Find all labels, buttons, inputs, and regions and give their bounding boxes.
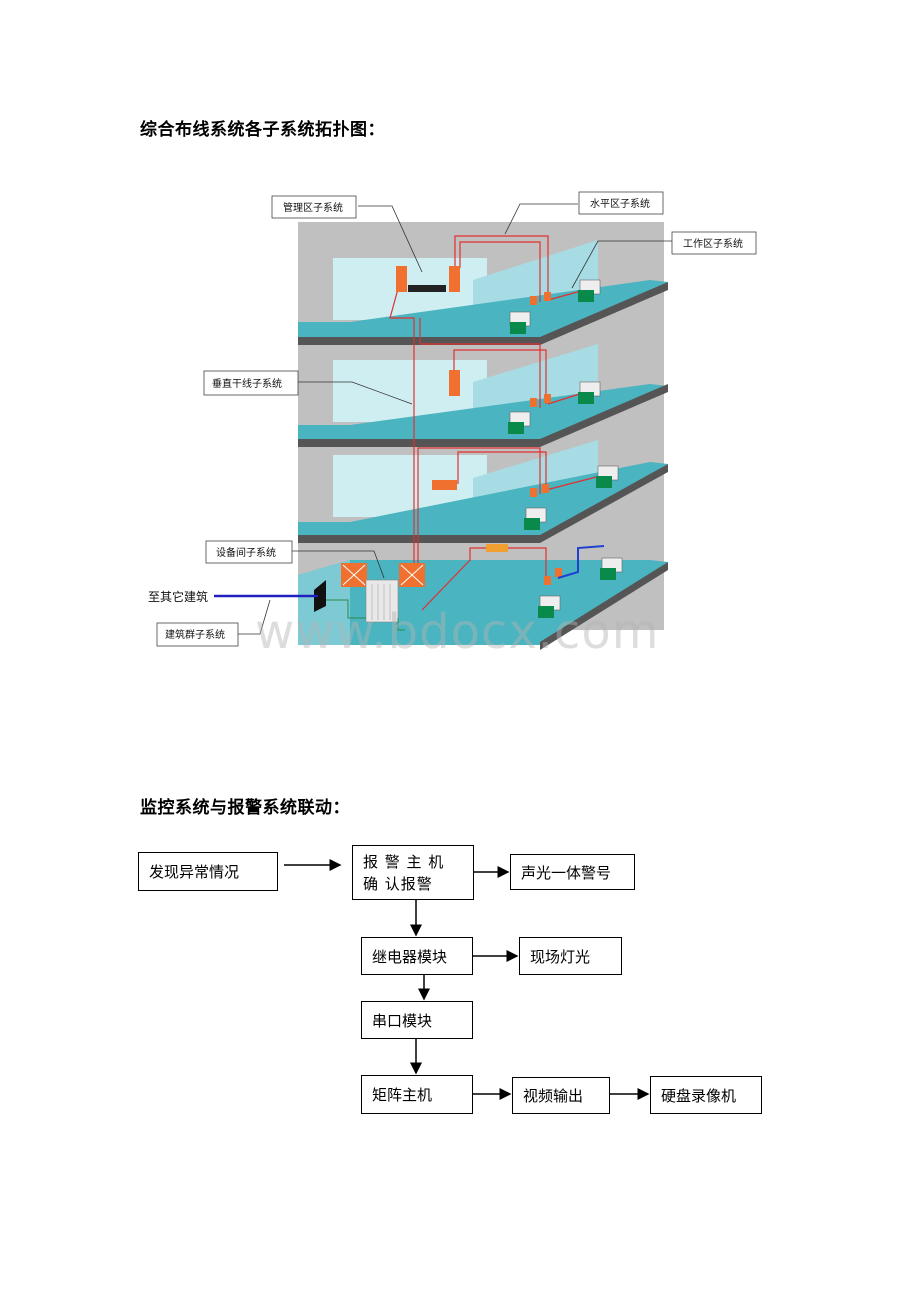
label-equipment: 设备间子系统: [216, 546, 276, 559]
node-confirm: 报 警 主 机 确 认报警: [352, 845, 474, 900]
label-workarea: 工作区子系统: [683, 237, 743, 250]
floor-2: [298, 440, 668, 543]
leader-lines: [238, 203, 672, 635]
cross-marks: [342, 564, 424, 586]
cables: [389, 235, 601, 611]
green-cables: [318, 599, 405, 631]
linkage-heading: 监控系统与报警系统联动：: [140, 798, 350, 818]
label-campus: 建筑群子系统: [165, 628, 225, 641]
node-dvr: 硬盘录像机: [650, 1076, 762, 1114]
node-serial: 串口模块: [361, 1001, 473, 1039]
node-sound: 声光一体警号: [510, 854, 635, 890]
node-video: 视频输出: [512, 1077, 610, 1114]
switch: [408, 285, 446, 292]
node-light: 现场灯光: [519, 937, 622, 975]
label-horizontal: 水平区子系统: [590, 197, 650, 210]
blue-link: [557, 545, 605, 579]
watermark: www.bdocx.com: [255, 604, 660, 660]
node-matrix: 矩阵主机: [361, 1075, 473, 1114]
node-relay: 继电器模块: [361, 937, 473, 975]
label-boxes: [156, 191, 757, 647]
topology-heading: 综合布线系统各子系统拓扑图：: [140, 120, 385, 140]
label-vertical: 垂直干线子系统: [212, 377, 282, 390]
node-detect: 发现异常情况: [138, 852, 278, 891]
label-management: 管理区子系统: [283, 201, 343, 214]
distribution-rack: [365, 579, 399, 623]
workstations: [508, 279, 623, 618]
cabling-topology-diagram: 管理区子系统 水平区子系统 工作区子系统 垂直干线子系统 设备间子系统 建筑群子…: [148, 191, 757, 650]
building-entrance: [314, 580, 326, 612]
label-to-other: 至其它建筑: [148, 589, 208, 604]
floor-3: [298, 344, 668, 447]
